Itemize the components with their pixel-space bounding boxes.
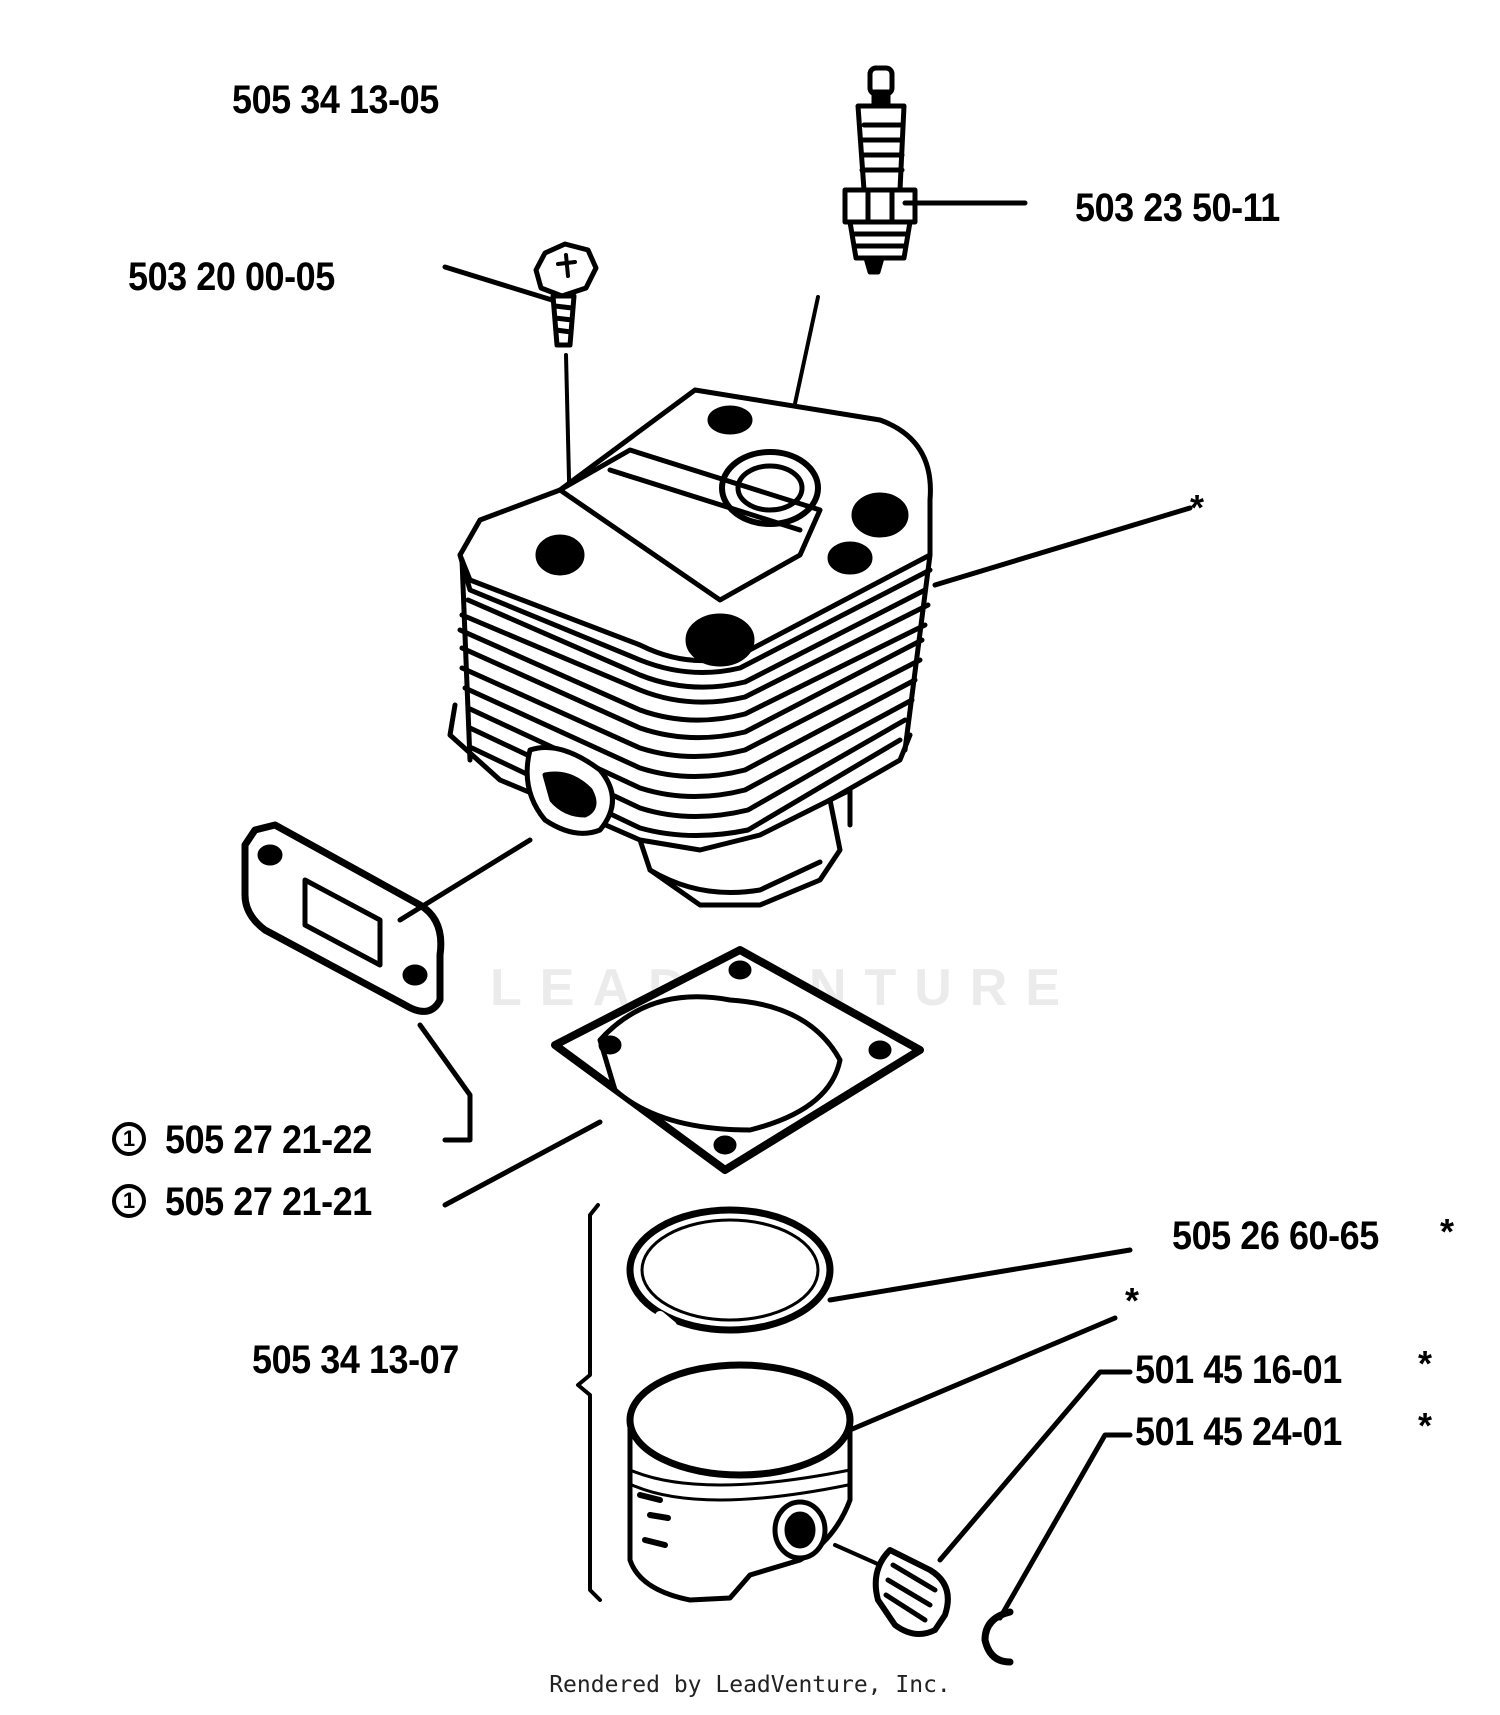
label-circlip: 501 45 24-01 [1135, 1410, 1342, 1454]
label-cylinder-assembly: 505 34 13-05 [232, 78, 439, 122]
footer-credit: Rendered by LeadVenture, Inc. [549, 1672, 951, 1698]
exhaust-gasket-part[interactable] [241, 821, 445, 1015]
cylinder-part[interactable] [447, 387, 933, 908]
label-screw: 503 20 00-05 [128, 255, 335, 299]
label-piston-pin: 501 45 16-01 [1135, 1348, 1342, 1392]
exhaust-gasket-leader-line [397, 837, 533, 923]
label-spark-plug: 503 23 50-11 [1075, 186, 1280, 230]
label-base-gasket: 505 27 21-21 [165, 1180, 372, 1224]
exhaust-gasket-callout-bracket [417, 1022, 473, 1143]
circlip-leader-line [997, 1432, 1133, 1621]
piston-ring-asterisk: * [1440, 1211, 1455, 1252]
piston-part[interactable] [626, 1361, 854, 1603]
circled-one-icon: 1 [112, 1122, 146, 1156]
piston-pin-part[interactable] [872, 1547, 951, 1637]
piston-pin-axis-line [833, 1543, 882, 1567]
base-gasket-part[interactable] [551, 946, 924, 1174]
screw-leader-line [442, 264, 555, 303]
label-piston-ring: 505 26 60-65 [1172, 1214, 1379, 1258]
label-exhaust-gasket: 505 27 21-22 [165, 1118, 372, 1162]
circled-one-icon: 1 [112, 1184, 146, 1218]
circlip-asterisk: * [1418, 1405, 1433, 1446]
piston-asterisk: * [1125, 1280, 1140, 1321]
piston-leader-line [847, 1315, 1118, 1433]
label-piston-assembly: 505 34 13-07 [252, 1338, 459, 1382]
base-gasket-leader-line [442, 1119, 603, 1208]
screw-part[interactable] [533, 241, 599, 348]
circlip-part[interactable] [981, 1608, 1014, 1666]
spark-plug-part[interactable] [842, 65, 918, 275]
piston-assembly-bracket [576, 1203, 602, 1602]
piston-pin-leader-line [937, 1369, 1133, 1563]
piston-pin-asterisk: * [1418, 1343, 1433, 1384]
piston-ring-leader-line [827, 1247, 1133, 1303]
piston-ring-part[interactable] [626, 1206, 834, 1334]
cylinder-leader-line [932, 505, 1193, 588]
cylinder-asterisk: * [1190, 487, 1205, 528]
